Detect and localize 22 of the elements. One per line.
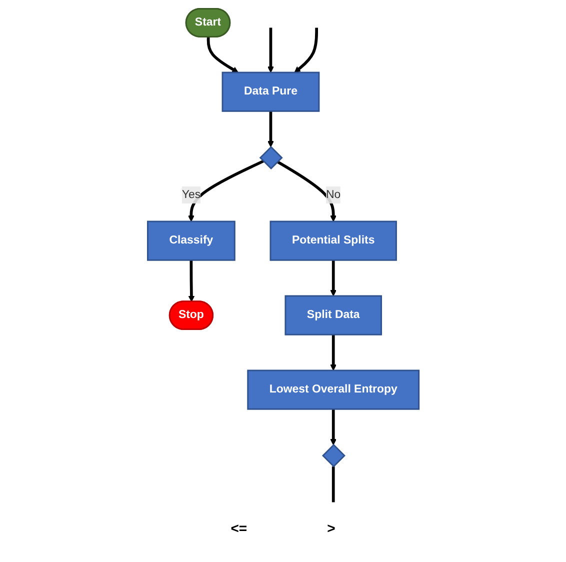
arrow xyxy=(330,260,336,296)
node-box: Potential Splits xyxy=(269,220,397,260)
arrow xyxy=(188,260,194,302)
branch-label: <= xyxy=(230,520,248,536)
node-box: Lowest Overall Entropy xyxy=(246,369,420,410)
branch-label: > xyxy=(327,520,336,536)
edge-label: No xyxy=(326,188,340,200)
node-box: Data Pure xyxy=(221,71,320,112)
edge-label: Yes xyxy=(182,188,200,200)
arrow xyxy=(206,36,238,72)
arrow xyxy=(330,408,336,445)
arrow xyxy=(267,110,274,147)
node-box: Classify xyxy=(146,220,236,260)
node-diamond xyxy=(259,145,283,169)
arrow xyxy=(330,334,336,370)
node-diamond xyxy=(322,443,346,467)
arrow xyxy=(276,160,336,222)
arrow xyxy=(294,27,318,72)
arrow xyxy=(267,27,274,72)
arrow xyxy=(188,159,264,222)
connector xyxy=(332,466,334,502)
node-box: Split Data xyxy=(284,294,382,335)
